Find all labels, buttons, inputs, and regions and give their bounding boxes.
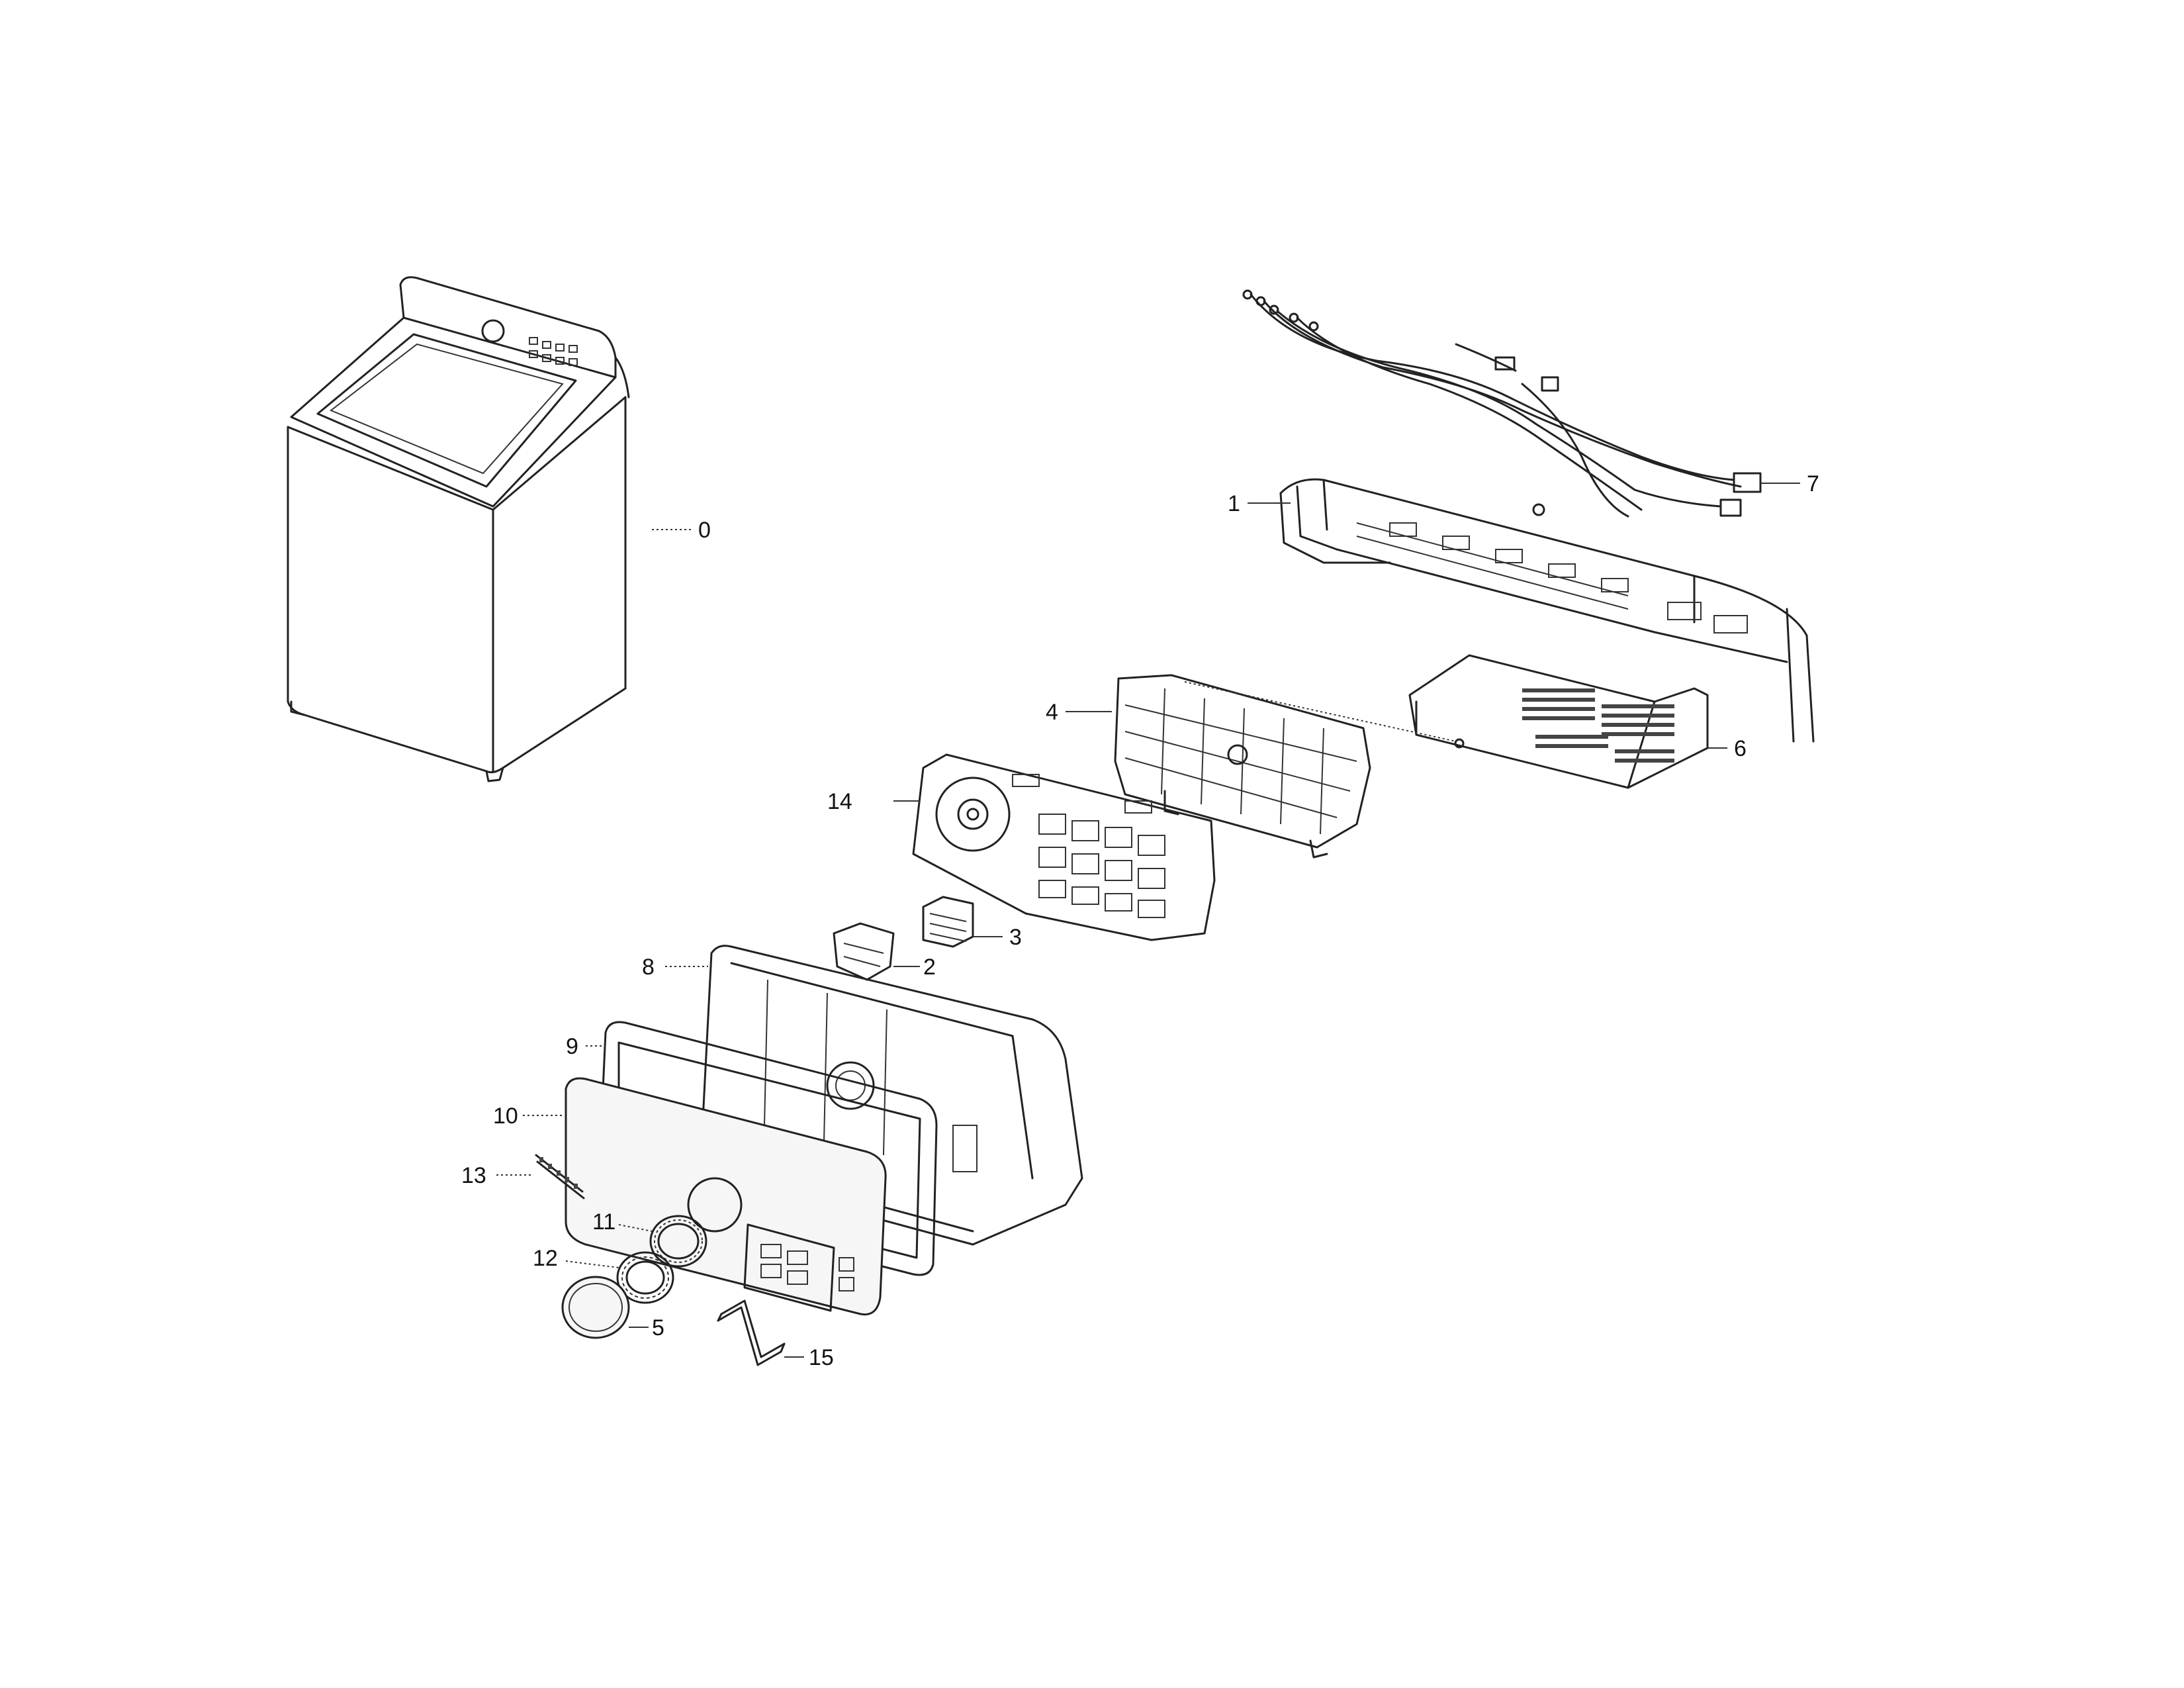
knob-ring [649,1215,707,1268]
brand-badge [535,1154,585,1199]
small-module-3 [922,896,974,948]
callout-11: 11 [592,1209,615,1235]
wire-harness [1242,289,1762,518]
callout-12: 12 [533,1246,558,1271]
callout-1: 1 [1228,491,1240,516]
callout-15: 15 [809,1345,834,1370]
panel-bracket [717,1299,786,1366]
callout-13: 13 [461,1163,486,1188]
callout-3: 3 [1009,925,1022,950]
pcb-holder-frame [1114,674,1465,859]
callout-2: 2 [923,955,936,980]
washer-cabinet [287,276,630,782]
callout-4: 4 [1046,700,1058,725]
callout-7: 7 [1807,471,1819,496]
callout-labels: 0 1 7 4 6 14 3 2 8 9 10 13 11 12 5 15 [461,471,1819,1370]
callout-8: 8 [642,955,655,980]
main-pcb-cover [1408,654,1709,789]
leader-lines [496,483,1800,1358]
control-panel-frame [700,945,1083,1246]
callout-9: 9 [566,1034,578,1059]
callout-14: 14 [827,789,852,814]
front-panel [565,1077,887,1316]
rear-frame [1279,478,1815,743]
callout-5: 5 [652,1315,664,1340]
callout-0: 0 [698,518,711,543]
main-pcb-assembly [912,753,1216,941]
knob-cap [561,1276,630,1339]
knob-skirt [616,1251,674,1304]
small-module-2 [833,922,895,981]
callout-10: 10 [493,1103,518,1129]
cover-vent-slots [1522,688,1674,763]
callout-6: 6 [1734,736,1747,761]
